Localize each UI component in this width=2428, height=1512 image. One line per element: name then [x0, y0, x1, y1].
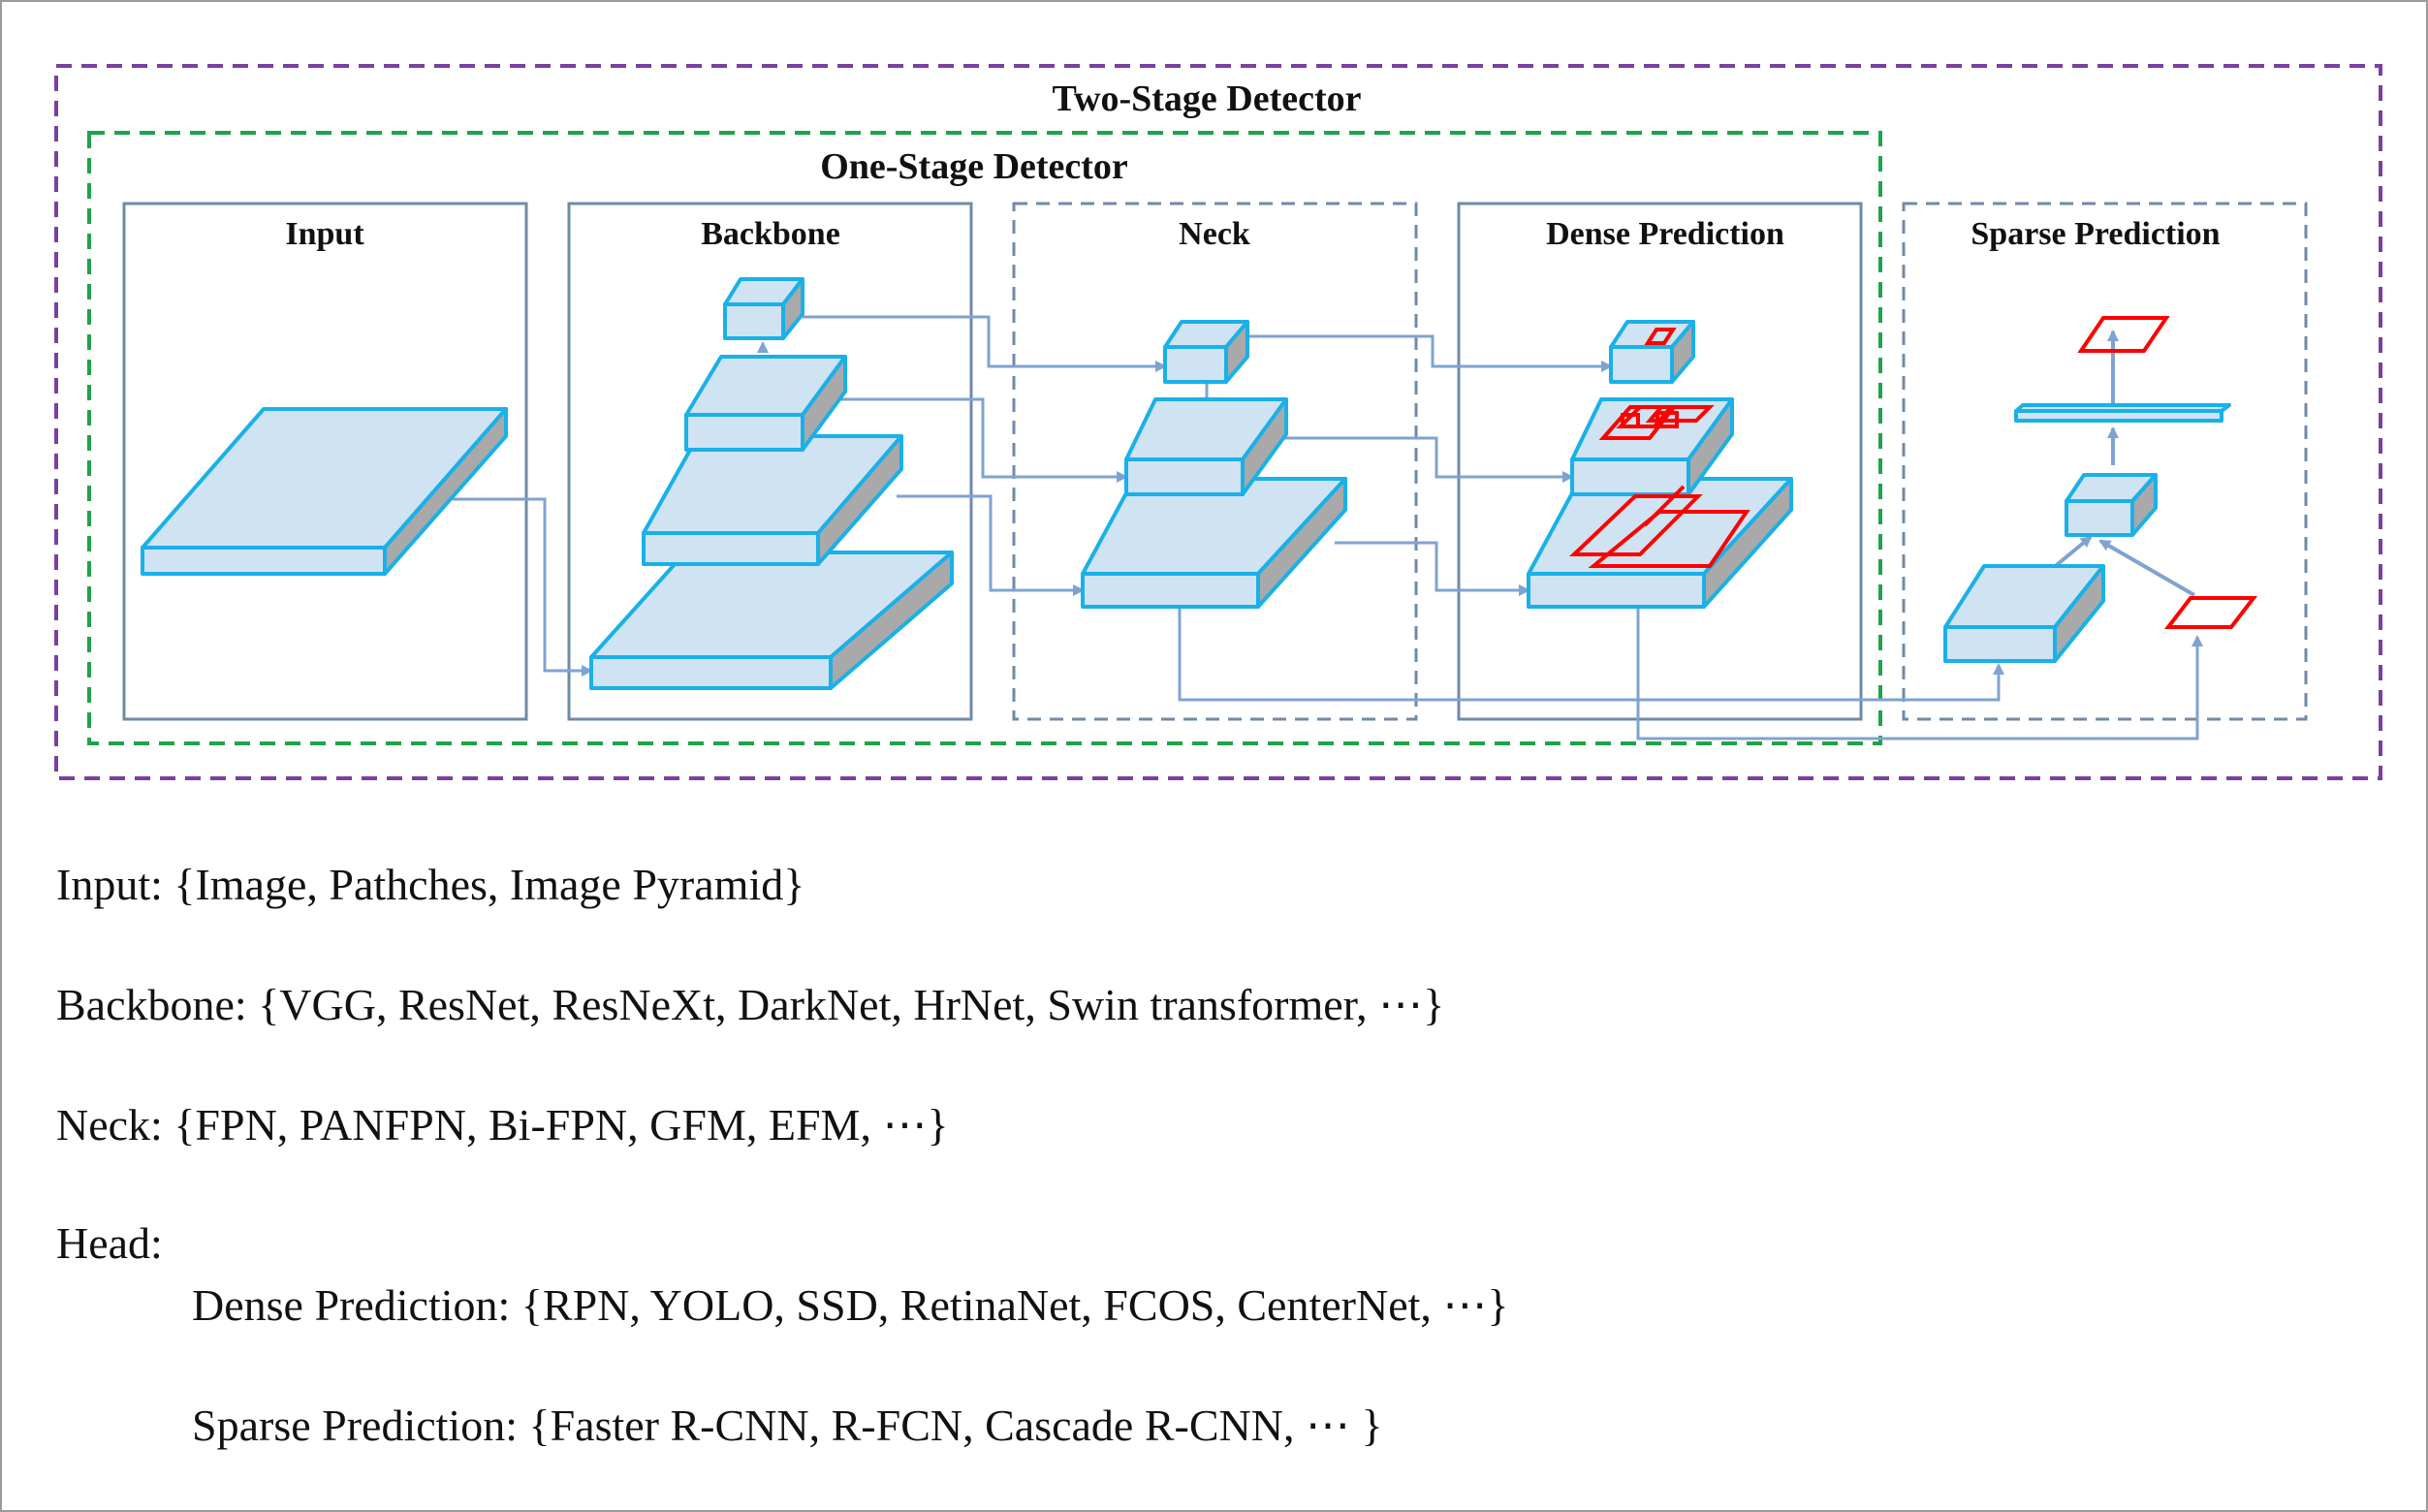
sparse-feature-block [1943, 564, 2105, 663]
sparse-prediction-module-title: Sparse Prediction [1971, 216, 2220, 252]
dense-prediction-module-box [1457, 202, 1863, 721]
arrow-neck-to-dense-bottom [1335, 541, 1530, 596]
one-stage-detector-title: One-Stage Detector [820, 146, 1128, 187]
dense-level-1-block [1609, 320, 1695, 384]
one-stage-detector-region [87, 131, 1882, 745]
dense-box-mid-5 [1621, 413, 1640, 428]
dense-level-3-block [1527, 477, 1793, 609]
legend-head: Head: [56, 1218, 163, 1268]
arrow-neck-to-dense-top [1247, 334, 1613, 372]
legend-input: Input: {Image, Pathches, Image Pyramid} [56, 860, 805, 909]
legend-dense-prediction: Dense Prediction: {RPN, YOLO, SSD, Retin… [192, 1280, 1509, 1330]
backbone-module-title: Backbone [701, 216, 840, 252]
dense-level-2-block [1570, 397, 1734, 496]
detector-architecture-diagram: Two-Stage Detector One-Stage Detector In… [54, 64, 2382, 780]
dense-box-small [1644, 328, 1677, 345]
dense-box-large-1 [1569, 494, 1703, 556]
input-module-box [122, 202, 528, 721]
sparse-fc-layer [2014, 403, 2231, 423]
dense-box-mid-4 [1655, 411, 1679, 428]
neck-level-3-block [1081, 477, 1347, 609]
neck-level-1-block [1163, 320, 1249, 384]
backbone-stage-2-block [642, 434, 903, 566]
sparse-prediction-boxes [2077, 316, 2258, 629]
legend-neck: Neck: {FPN, PANFPN, Bi-FPN, GFM, EFM, ⋯} [56, 1100, 949, 1150]
backbone-stage-1-block [589, 551, 954, 690]
two-stage-detector-title: Two-Stage Detector [1053, 79, 1362, 119]
input-module-title: Input [285, 216, 364, 252]
legend-backbone: Backbone: {VGG, ResNet, ResNeXt, DarkNet… [56, 980, 1445, 1029]
sparse-output-box [2077, 316, 2170, 353]
arrow-input-to-backbone [453, 497, 593, 677]
input-image-block [141, 407, 508, 576]
sparse-prediction-module-box [1902, 202, 2308, 721]
backbone-stage-3-block [684, 355, 847, 452]
backbone-stage-4-block [723, 277, 804, 340]
arrow-dense-to-sparse-proposal [1636, 496, 2203, 740]
backbone-module-box [567, 202, 973, 721]
dense-box-large-cross [1643, 485, 1686, 527]
arrow-backbone-to-neck-bottom [897, 494, 1085, 596]
legend-sparse-prediction: Sparse Prediction: {Faster R-CNN, R-FCN,… [192, 1401, 1383, 1450]
dense-box-large-2 [1588, 510, 1750, 568]
two-stage-detector-region [54, 64, 2382, 780]
arrow-sparse-roi-from-proposal [2098, 539, 2195, 597]
sparse-proposal-box [2163, 596, 2258, 629]
arrow-backbone-to-neck-top [803, 315, 1167, 372]
arrow-neck-to-dense-mid [1281, 436, 1574, 483]
neck-module-title: Neck [1179, 216, 1250, 252]
arrow-backbone-to-neck-mid [836, 397, 1128, 483]
dense-prediction-module-title: Dense Prediction [1546, 216, 1784, 252]
sparse-roi-block [2065, 473, 2158, 537]
neck-module-box [1012, 202, 1418, 721]
neck-level-2-block [1124, 397, 1288, 496]
dense-prediction-boxes [1569, 328, 1750, 568]
